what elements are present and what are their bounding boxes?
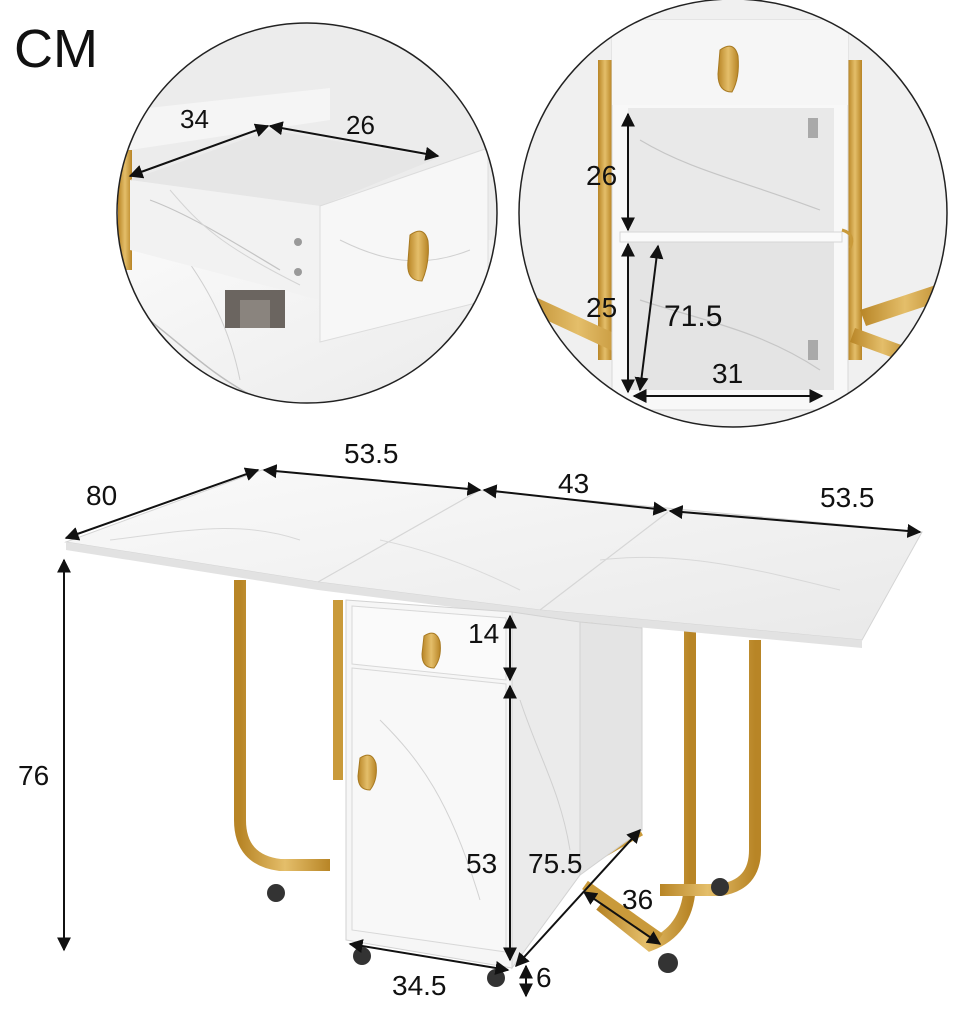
center-section-label: 43 [558, 468, 590, 499]
cabinet-diagonal-label: 71.5 [664, 300, 723, 333]
caster-height-label: 6 [536, 962, 552, 993]
drawer-height-label: 14 [468, 618, 500, 649]
drawer-width-label: 26 [346, 110, 375, 140]
unit-label: CM [14, 19, 98, 79]
cabinet-inset [518, 0, 948, 428]
leaf-right-label: 53.5 [820, 482, 875, 513]
cabinet-inner-width-label: 31 [712, 358, 744, 389]
table-height-label: 76 [18, 760, 50, 791]
table-width-label: 80 [86, 480, 118, 511]
drawer-depth-label: 34 [180, 104, 209, 134]
cabinet-upper-height-label: 26 [586, 160, 618, 191]
cabinet-height-label: 53 [466, 848, 498, 879]
drawer-inset [116, 22, 498, 404]
cabinet-lower-height-label: 25 [586, 292, 618, 323]
table-illustration [57, 464, 923, 998]
cabinet-width-label: 34.5 [392, 970, 447, 1001]
leaf-left-label: 53.5 [344, 438, 399, 469]
side-height-label: 75.5 [528, 848, 583, 879]
leg-depth-label: 36 [622, 884, 654, 915]
